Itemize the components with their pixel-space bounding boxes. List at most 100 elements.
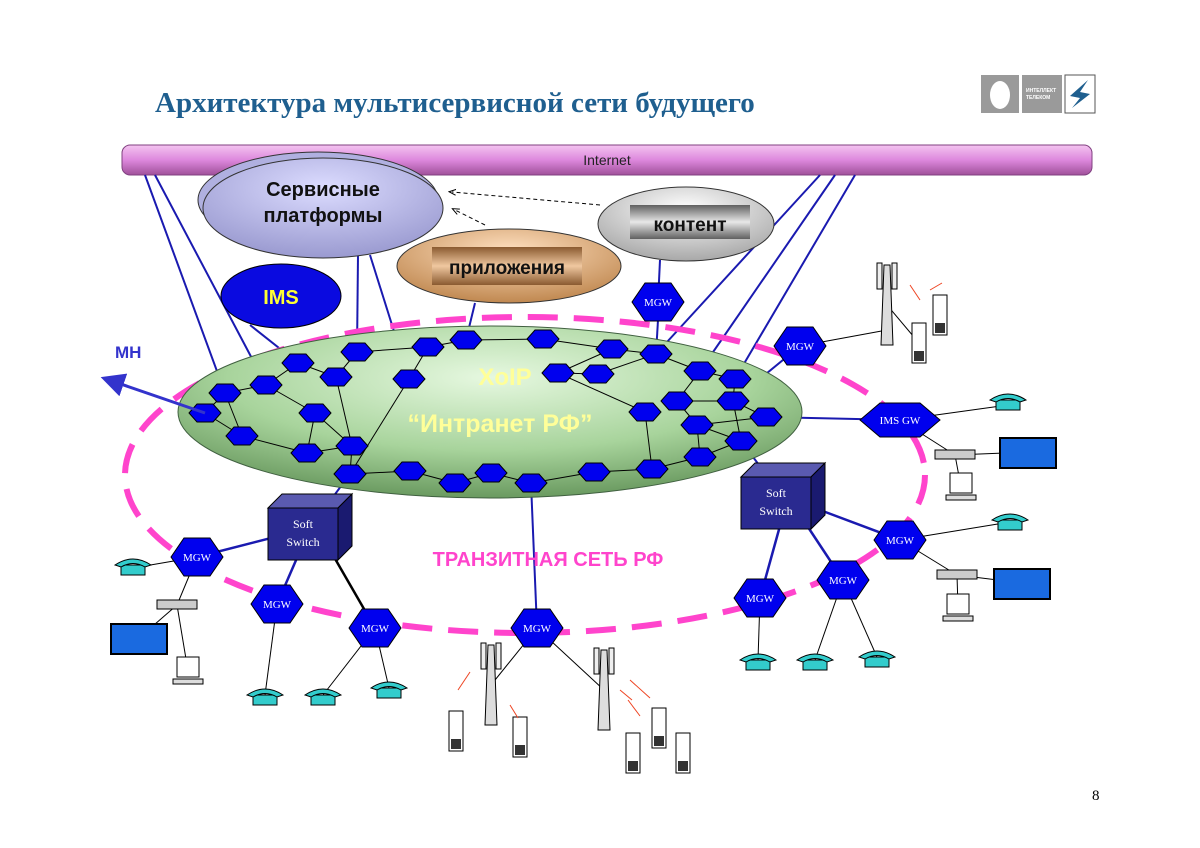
phone-base [745, 659, 771, 671]
radio-signal [627, 699, 641, 717]
telephone-icon [795, 653, 835, 671]
mh-arrow [100, 373, 206, 415]
phone-handset [303, 688, 343, 698]
telephone-icon [738, 653, 778, 671]
router-node [718, 369, 752, 389]
telephone-icon [303, 688, 343, 706]
antenna [495, 642, 502, 670]
desktop-pc-icon [945, 472, 977, 501]
apps-to-platforms-arrow [455, 210, 486, 226]
mgw-label: MGW [746, 593, 775, 605]
router-node [249, 375, 283, 395]
mgw-gateway: MGW [873, 520, 927, 560]
router-node [595, 339, 629, 359]
apps-label: приложения [449, 258, 565, 279]
softswitch-label: Switch [286, 535, 319, 549]
mobile-phone-icon [625, 732, 641, 774]
telephone-icon [245, 688, 285, 706]
mgw-gateway: MGW [510, 608, 564, 648]
antenna [876, 262, 883, 290]
ims-node: IMS [220, 263, 342, 329]
modem-icon [156, 599, 198, 610]
company-logo: ИНТЕЛЛЕКТ ТЕЛЕКОМ [981, 74, 1096, 114]
telephone-icon [988, 393, 1028, 411]
service-platforms-line1: Сервисные [266, 179, 380, 201]
cell-tower-icon [593, 647, 615, 731]
keypad [628, 761, 638, 771]
pc-screen [949, 472, 973, 494]
mobile-phone-icon [651, 707, 667, 749]
telephone-icon [369, 681, 409, 699]
router-node [393, 461, 427, 481]
softswitch-label: Switch [759, 504, 792, 518]
mgw-gateway: MGW [816, 560, 870, 600]
router-node [581, 364, 615, 384]
network-link [144, 174, 226, 394]
core-link [557, 372, 646, 413]
network-link [734, 174, 856, 380]
router-node [340, 342, 374, 362]
mgw-label: MGW [886, 535, 915, 547]
phone-handset [113, 558, 153, 568]
router-node [660, 391, 694, 411]
mobile-phone-icon [448, 710, 464, 752]
mgw-gateway: MGW [348, 608, 402, 648]
laptop-monitor-icon [993, 568, 1051, 600]
logo-text-2: ТЕЛЕКОМ [1026, 95, 1050, 101]
router-node [514, 473, 548, 493]
mgw-hexagon [250, 584, 304, 624]
softswitch-front [740, 476, 812, 530]
ims-gateway: IMS GW [859, 402, 941, 438]
mh-label: МН [115, 343, 141, 362]
router-node [333, 464, 367, 484]
router-node [577, 462, 611, 482]
ims-gw-label: IMS GW [880, 415, 921, 427]
mgw-hexagon [773, 326, 827, 366]
logo-text-1: ИНТЕЛЛЕКТ [1026, 88, 1056, 94]
pc-keyboard [172, 678, 204, 685]
antenna [608, 647, 615, 675]
radio-signal [457, 671, 471, 691]
content-to-platforms-arrow [452, 192, 601, 206]
phone-base [252, 694, 278, 706]
keypad [935, 323, 945, 333]
mgw-hexagon [348, 608, 402, 648]
mgw-gateway: MGW [773, 326, 827, 366]
phone-base [376, 687, 402, 699]
router-node [208, 383, 242, 403]
mgw-hexagon [873, 520, 927, 560]
phone-base [120, 564, 146, 576]
phone-base [802, 659, 828, 671]
phone-handset [988, 393, 1028, 403]
screen [110, 623, 168, 655]
mgw-label: MGW [183, 552, 212, 564]
router-node [680, 415, 714, 435]
antenna [593, 647, 600, 675]
phone-handset [990, 513, 1030, 523]
phone-base [864, 656, 890, 668]
cell-tower-icon [480, 642, 502, 726]
pc-screen [176, 656, 200, 678]
softswitch-label: Soft [293, 517, 314, 531]
xoip-label: XoIP [478, 364, 531, 391]
router-node [281, 353, 315, 373]
radio-signal [929, 282, 943, 291]
desktop-pc-icon [942, 593, 974, 622]
ims-label: IMS [263, 287, 299, 309]
router-node [635, 459, 669, 479]
mgw-gateway: MGW [170, 537, 224, 577]
mgw-gateway: MGW [733, 578, 787, 618]
keypad [515, 745, 525, 755]
internet-label: Internet [583, 152, 631, 168]
network-link [655, 174, 821, 355]
mgw-label: MGW [786, 341, 815, 353]
radio-signal [909, 284, 921, 301]
service-platforms: Сервисные платформы [197, 151, 444, 259]
mgw-label: MGW [523, 623, 552, 635]
network-link [530, 482, 538, 629]
router-node [298, 403, 332, 423]
pc-keyboard [942, 615, 974, 622]
router-node [335, 436, 369, 456]
